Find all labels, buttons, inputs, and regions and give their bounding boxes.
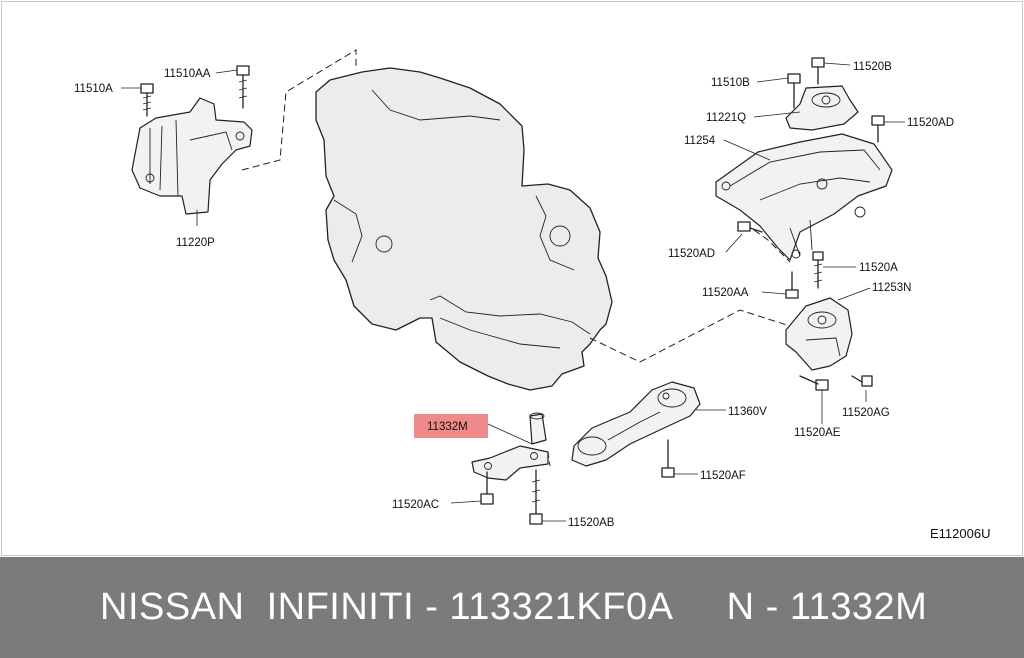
bolt-11520AF: [661, 439, 675, 478]
bolt-11520AD-top: [871, 115, 885, 143]
diagram-canvas: 11510A 11510AA 11220P 11510B 11520B 1122…: [1, 1, 1023, 556]
bolt-11520AA: [785, 271, 799, 299]
bolt-11510AA: [236, 65, 250, 109]
label-11253N: 11253N: [872, 282, 911, 294]
bolt-11520AD-mid: [737, 221, 763, 233]
bracket-11332M: [471, 412, 549, 481]
upper-bracket: [715, 133, 893, 261]
parts-diagram: 11510A 11510AA 11220P 11510B 11520B 1122…: [0, 0, 1024, 557]
right-lower-mount: [785, 297, 853, 371]
label-11520AB: 11520AB: [568, 517, 615, 529]
diagram-border: [1, 1, 1023, 556]
label-11332M: 11332M: [427, 421, 468, 433]
highlight-box: [414, 414, 488, 438]
stud-11520A: [812, 251, 824, 289]
bolt-11520AE: [799, 375, 829, 391]
bolt-11520AB: [529, 469, 543, 525]
label-11510A: 11510A: [74, 83, 113, 95]
diagram-code: E112006U: [930, 526, 990, 541]
label-11520AE: 11520AE: [794, 427, 841, 439]
bolt-11510A: [140, 83, 154, 117]
bolt-11510B: [787, 73, 801, 109]
label-11520AF: 11520AF: [700, 470, 746, 482]
label-11520AA: 11520AA: [702, 287, 749, 299]
leader-lines: [121, 62, 905, 522]
engine-block: [315, 67, 613, 391]
label-11360V: 11360V: [728, 406, 767, 418]
label-11520AC: 11520AC: [392, 499, 439, 511]
label-11220P: 11220P: [176, 237, 215, 249]
label-11520AD-top: 11520AD: [907, 117, 954, 129]
part-labels: 11510A 11510AA 11220P 11510B 11520B 1122…: [74, 61, 990, 541]
part-number-caption: NISSAN INFINITI - 113321KF0A N - 11332M: [100, 586, 928, 628]
label-11520AG: 11520AG: [842, 407, 890, 419]
label-11520A: 11520A: [859, 262, 898, 274]
label-11254: 11254: [684, 135, 716, 147]
nut-11520B: [811, 57, 825, 85]
left-engine-mount: [131, 97, 253, 215]
bolt-11520AC: [480, 471, 494, 505]
bolt-11520AG: [851, 375, 873, 387]
caption-bar: NISSAN INFINITI - 113321KF0A N - 11332M: [0, 557, 1024, 658]
label-11510B: 11510B: [711, 77, 750, 89]
label-11520AD-mid: 11520AD: [668, 248, 715, 260]
upper-insulator: [785, 85, 859, 131]
label-11510AA: 11510AA: [164, 68, 211, 80]
label-11221Q: 11221Q: [706, 112, 746, 124]
label-11520B: 11520B: [853, 61, 892, 73]
torque-rod: [571, 381, 701, 467]
